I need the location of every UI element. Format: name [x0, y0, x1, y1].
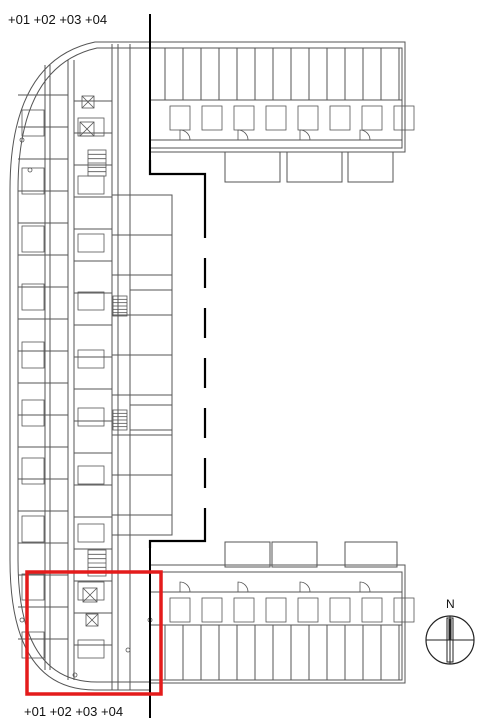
elevator-shaft-icon: [85, 613, 99, 627]
bath-room: [393, 597, 415, 623]
atrium-stair: [129, 289, 173, 316]
bath-room: [21, 109, 45, 137]
north-wing: [149, 41, 406, 153]
highlight-frame: [25, 570, 163, 696]
bath-room: [21, 399, 45, 427]
atrium-block: [111, 194, 173, 536]
bath-room: [21, 283, 45, 311]
bath-room: [265, 597, 287, 623]
courtyard-solid-top: [148, 160, 207, 208]
bath-room: [169, 597, 191, 623]
elevator-shaft-icon: [81, 95, 95, 109]
bath-room: [21, 341, 45, 369]
bath-room: [297, 597, 319, 623]
bath-room: [361, 105, 383, 131]
closet: [77, 581, 105, 601]
level-label-top: +01 +02 +03 +04: [8, 12, 108, 27]
bath-room: [329, 105, 351, 131]
elevator-shaft-icon: [79, 121, 95, 137]
south-wing-inner: [149, 571, 403, 681]
door-swing-icon: [359, 581, 371, 593]
door-swing-icon: [237, 129, 249, 141]
closet: [77, 407, 105, 427]
fixture: [27, 167, 33, 173]
closet: [77, 291, 105, 311]
plan-details: [19, 95, 415, 678]
elevator-shaft-icon: [82, 587, 98, 603]
north-arrow-icon: [425, 615, 475, 665]
door-swing-icon: [299, 581, 311, 593]
door-swing-icon: [179, 581, 191, 593]
bath-room: [21, 225, 45, 253]
bath-room: [233, 105, 255, 131]
level-label-bottom: +01 +02 +03 +04: [24, 704, 124, 719]
bath-room: [21, 631, 45, 659]
bath-room: [169, 105, 191, 131]
door-swing-icon: [237, 581, 249, 593]
fixture: [19, 617, 25, 623]
atrium-stair: [129, 404, 173, 431]
bath-room: [21, 573, 45, 601]
bath-room: [21, 167, 45, 195]
closet: [77, 349, 105, 369]
bath-room: [21, 457, 45, 485]
balcony: [271, 541, 318, 568]
door-swing-icon: [359, 129, 371, 141]
elevator-cross: [79, 121, 95, 137]
balcony: [286, 151, 343, 183]
fixture: [72, 672, 78, 678]
closet: [77, 465, 105, 485]
elevator-cross: [85, 613, 99, 627]
bath-room: [393, 105, 415, 131]
bath-room: [361, 597, 383, 623]
closet: [77, 175, 105, 195]
north-wing-inner: [149, 47, 403, 149]
bath-room: [265, 105, 287, 131]
elevator-cross: [81, 95, 95, 109]
closet: [77, 639, 105, 659]
balcony: [344, 541, 398, 568]
bath-room: [329, 597, 351, 623]
north-label: N: [446, 597, 455, 611]
courtyard-solid-bottom: [148, 530, 207, 548]
fixture: [125, 647, 131, 653]
wall-lines: [9, 41, 406, 691]
door-swing-icon: [299, 129, 311, 141]
fixture: [19, 137, 25, 143]
balcony: [224, 151, 281, 183]
bath-room: [201, 597, 223, 623]
elevator-cross: [82, 587, 98, 603]
door-swing-icon: [179, 129, 191, 141]
outer-shell: [9, 41, 150, 691]
south-wing: [149, 564, 406, 684]
bath-room: [21, 515, 45, 543]
bath-room: [297, 105, 319, 131]
balcony: [347, 151, 394, 183]
balcony: [224, 541, 271, 568]
closet: [77, 523, 105, 543]
closet: [77, 233, 105, 253]
bath-room: [233, 597, 255, 623]
outer-shell-inner: [17, 47, 150, 683]
bath-room: [201, 105, 223, 131]
